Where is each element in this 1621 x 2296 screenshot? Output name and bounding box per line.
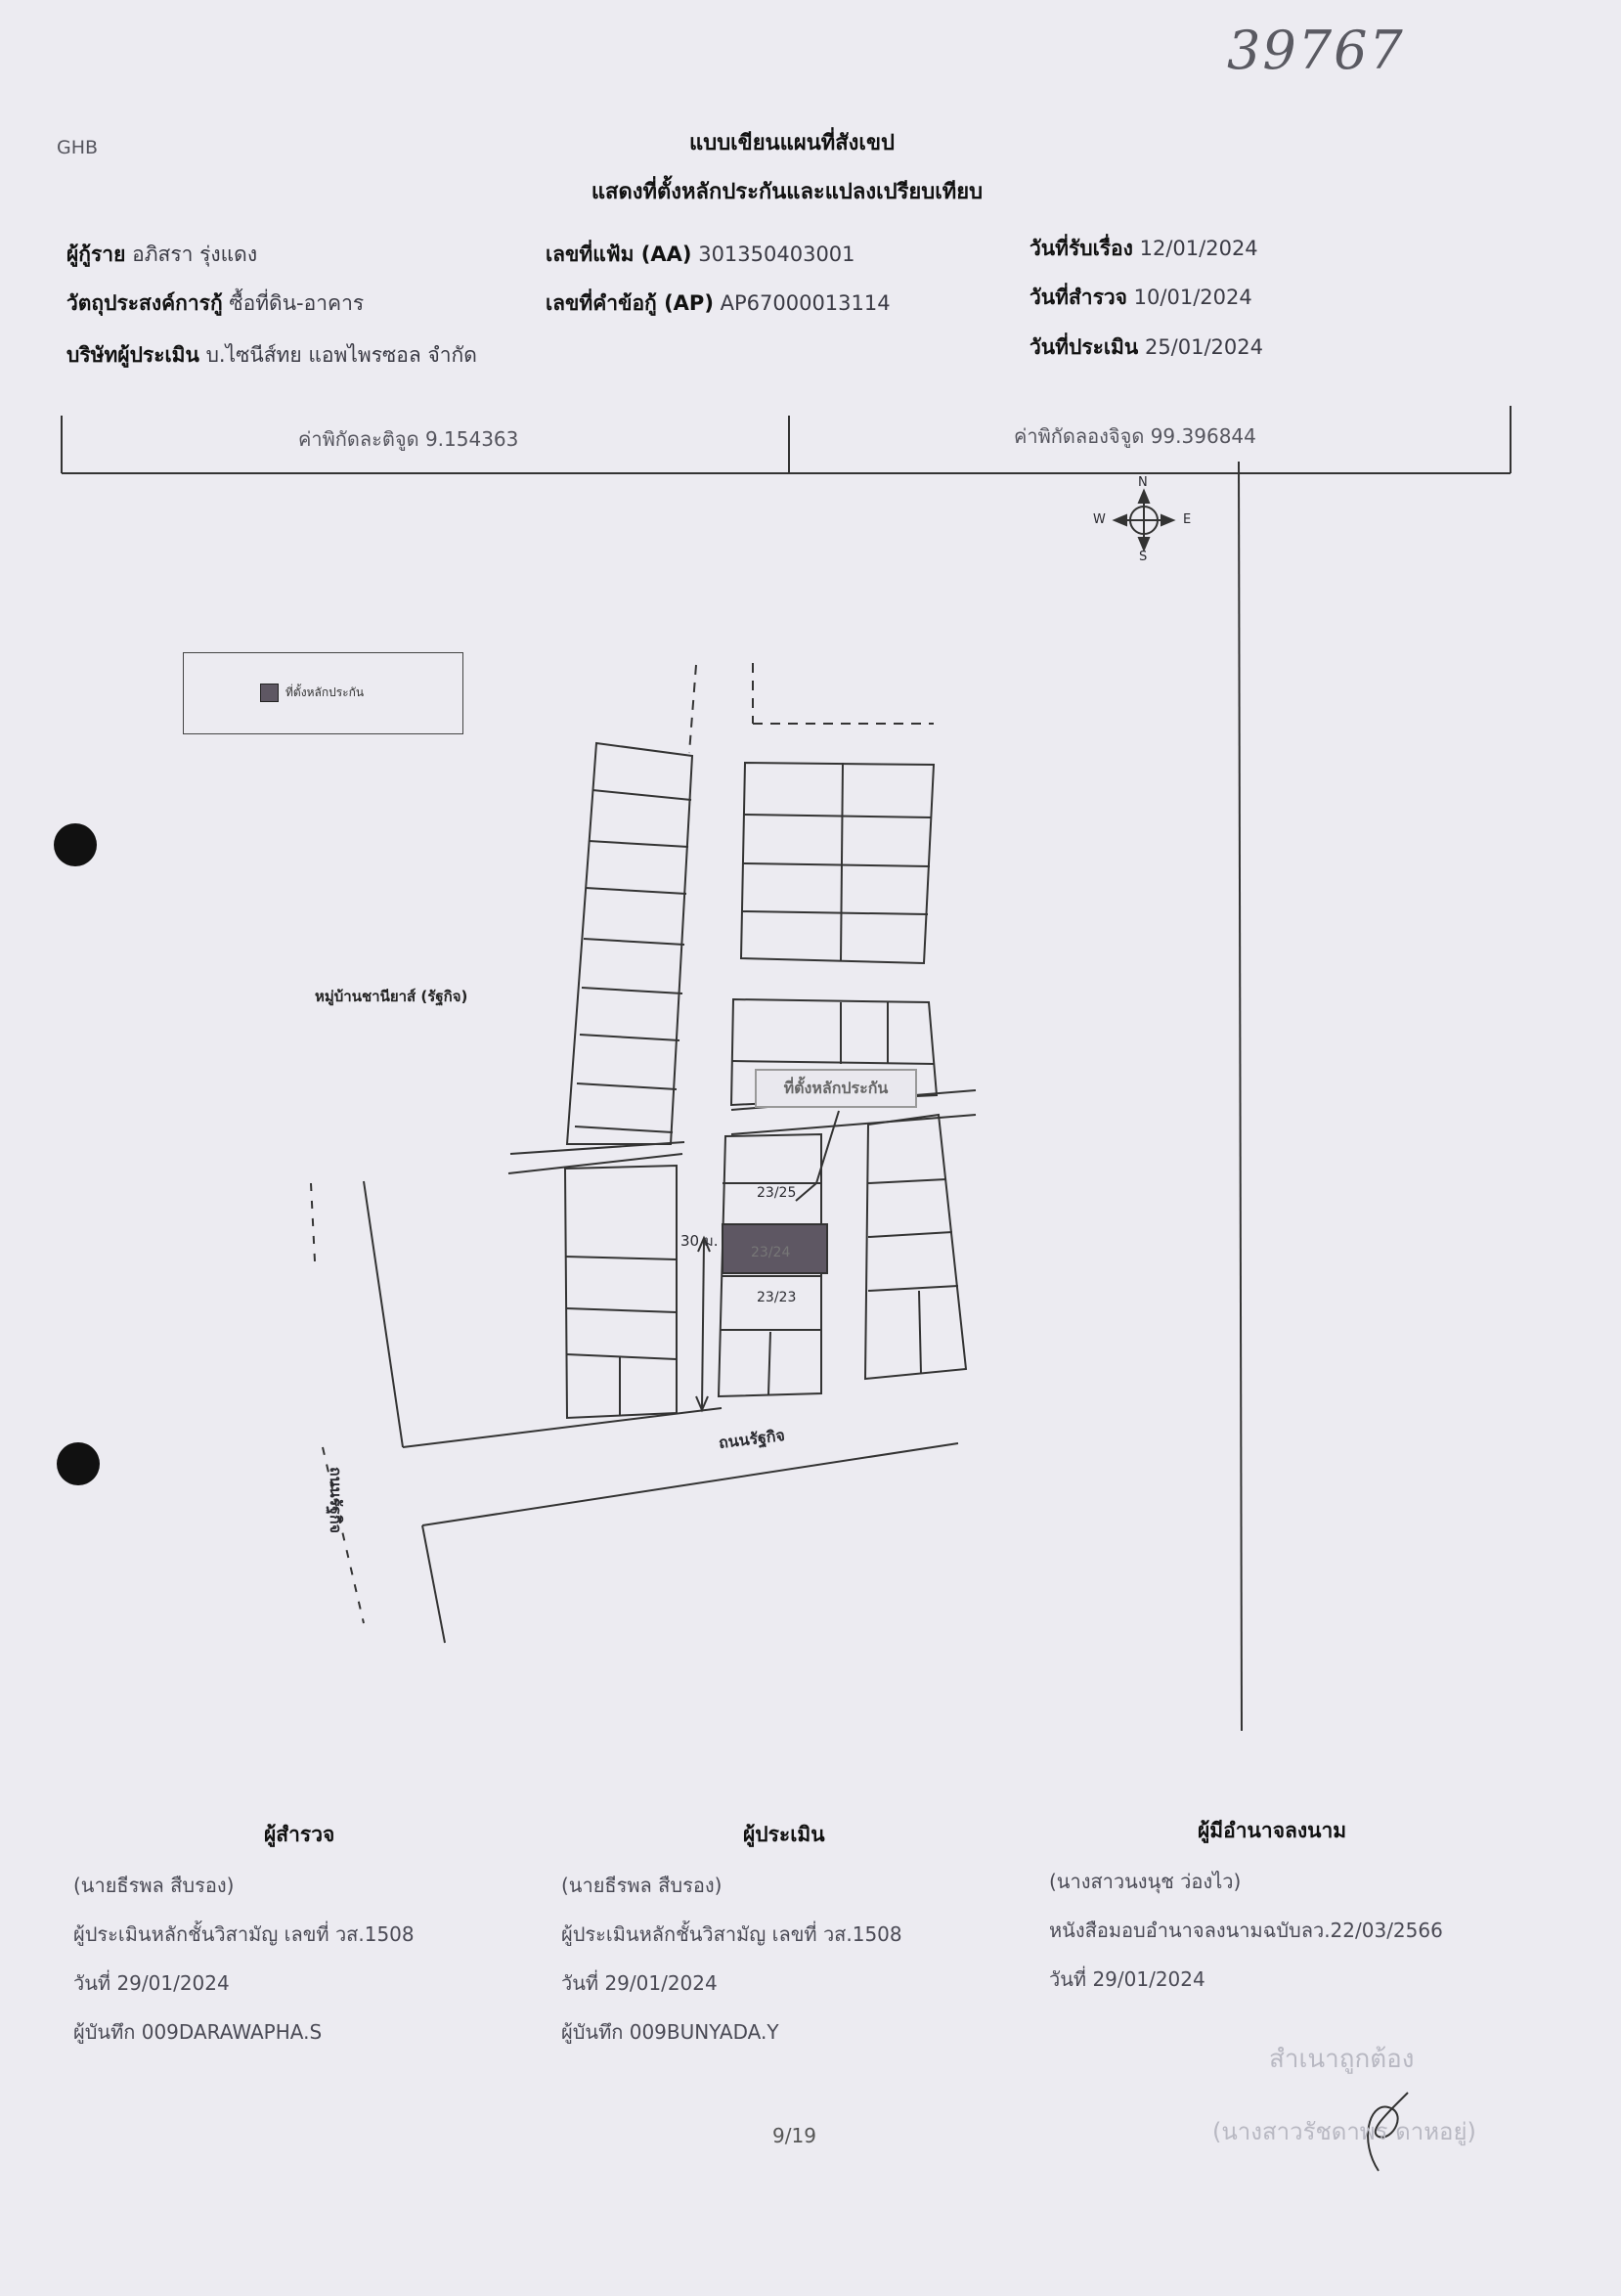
authorized-signer-title: ผู้มีอำนาจลงนาม: [1198, 1819, 1347, 1842]
appraise-date-value: 25/01/2024: [1144, 335, 1263, 359]
file-no-value: 301350403001: [698, 243, 855, 266]
purpose-value: ซื้อที่ดิน-อาคาร: [229, 291, 365, 315]
survey-date-label: วันที่สำรวจ: [1030, 286, 1127, 309]
document-title: แบบเขียนแผนที่สังเขป: [689, 131, 895, 155]
received-date-label: วันที่รับเรื่อง: [1030, 237, 1133, 260]
appraiser-company-row: บริษัทผู้ประเมิน บ.ไซนีส์ทย แอพไพรซอล จำ…: [66, 339, 477, 372]
borrower-value: อภิสรา รุ่งแดง: [132, 243, 258, 266]
authorized-signer-date: วันที่ 29/01/2024: [1049, 1967, 1205, 1991]
document-subtitle: แสดงที่ตั้งหลักประกันและแปลงเปรียบเทียบ: [591, 180, 984, 204]
compass-n: N: [1138, 475, 1148, 490]
surveyor-title: ผู้สำรวจ: [264, 1823, 335, 1846]
handwritten-signature: [1367, 2092, 1409, 2172]
map-legend: ที่ตั้งหลักประกัน: [183, 652, 463, 734]
request-no-label: เลขที่คำข้อกู้ (AP): [546, 291, 714, 315]
request-no-row: เลขที่คำข้อกู้ (AP) AP67000013114: [546, 287, 891, 320]
appraiser-date: วันที่ 29/01/2024: [561, 1971, 718, 1995]
compass-s: S: [1139, 550, 1148, 564]
surveyor-name: (นายธีรพล สืบรอง): [73, 1874, 235, 1897]
borrower-row: ผู้กู้ราย อภิสรา รุ่งแดง: [66, 239, 257, 271]
surveyor-recorder: ผู้บันทึก 009DARAWAPHA.S: [73, 2020, 323, 2044]
request-no-value: AP67000013114: [720, 291, 891, 315]
certified-copy-stamp: สำเนาถูกต้อง: [1269, 2045, 1415, 2074]
compass-e: E: [1183, 512, 1192, 527]
bank-code: GHB: [57, 137, 99, 158]
purpose-row: วัตถุประสงค์การกู้ ซื้อที่ดิน-อาคาร: [66, 287, 364, 320]
handwritten-file-number: 39767: [1227, 20, 1405, 81]
distance-label: 30 ม.: [680, 1232, 719, 1250]
appraise-date-row: วันที่ประเมิน 25/01/2024: [1030, 331, 1263, 364]
longitude-text: ค่าพิกัดลองจิจูด 99.396844: [1014, 424, 1256, 448]
appraiser-title: ผู้ประเมิน: [743, 1823, 825, 1846]
collateral-callout: ที่ตั้งหลักประกัน: [755, 1069, 917, 1108]
punch-hole-upper: [54, 823, 97, 866]
plot-label-upper: 23/25: [757, 1185, 797, 1201]
compass-rose: [1112, 488, 1176, 552]
surveyor-position: ผู้ประเมินหลักชั้นวิสามัญ เลขที่ วส.1508: [73, 1922, 415, 1946]
file-no-label: เลขที่แฟ้ม (AA): [546, 243, 692, 266]
appraiser-position: ผู้ประเมินหลักชั้นวิสามัญ เลขที่ วส.1508: [561, 1922, 902, 1946]
file-no-row: เลขที่แฟ้ม (AA) 301350403001: [546, 239, 855, 271]
page-number: 9/19: [772, 2124, 816, 2147]
authorized-signer-name: (นางสาวนงนุช ว่องไว): [1049, 1870, 1242, 1893]
village-label: หมู่บ้านชานียาส์ (รัฐกิจ): [315, 988, 468, 1005]
surveyor-date: วันที่ 29/01/2024: [73, 1971, 230, 1995]
certified-copy-name: (นางสาวรัชดาพร ดาหอยู่): [1212, 2118, 1476, 2145]
received-date-row: วันที่รับเรื่อง 12/01/2024: [1030, 233, 1258, 265]
road-label-vertical: ถนนรัฐกิจ: [327, 1467, 345, 1534]
received-date-value: 12/01/2024: [1139, 237, 1258, 260]
legend-label: ที่ตั้งหลักประกัน: [285, 685, 365, 699]
plot-label-lower: 23/23: [757, 1290, 797, 1305]
survey-date-value: 10/01/2024: [1133, 286, 1252, 309]
borrower-label: ผู้กู้ราย: [66, 243, 126, 266]
purpose-label: วัตถุประสงค์การกู้: [66, 291, 223, 315]
appraiser-company-label: บริษัทผู้ประเมิน: [66, 343, 199, 367]
latitude-text: ค่าพิกัดละติจูด 9.154363: [298, 427, 519, 451]
appraiser-company-value: บ.ไซนีส์ทย แอพไพรซอล จำกัด: [205, 343, 477, 367]
appraise-date-label: วันที่ประเมิน: [1030, 335, 1139, 359]
plot-label-subject: 23/24: [751, 1245, 791, 1260]
subject-plot-fill: [722, 1223, 828, 1274]
compass-w: W: [1093, 512, 1106, 527]
punch-hole-lower: [57, 1442, 100, 1485]
survey-date-row: วันที่สำรวจ 10/01/2024: [1030, 282, 1252, 314]
authorized-signer-authority: หนังสือมอบอำนาจลงนามฉบับลว.22/03/2566: [1049, 1919, 1443, 1942]
appraiser-recorder: ผู้บันทึก 009BUNYADA.Y: [561, 2020, 779, 2044]
appraiser-name: (นายธีรพล สืบรอง): [561, 1874, 723, 1897]
legend-swatch: [260, 684, 279, 702]
map-right-border: [1238, 461, 1243, 1732]
